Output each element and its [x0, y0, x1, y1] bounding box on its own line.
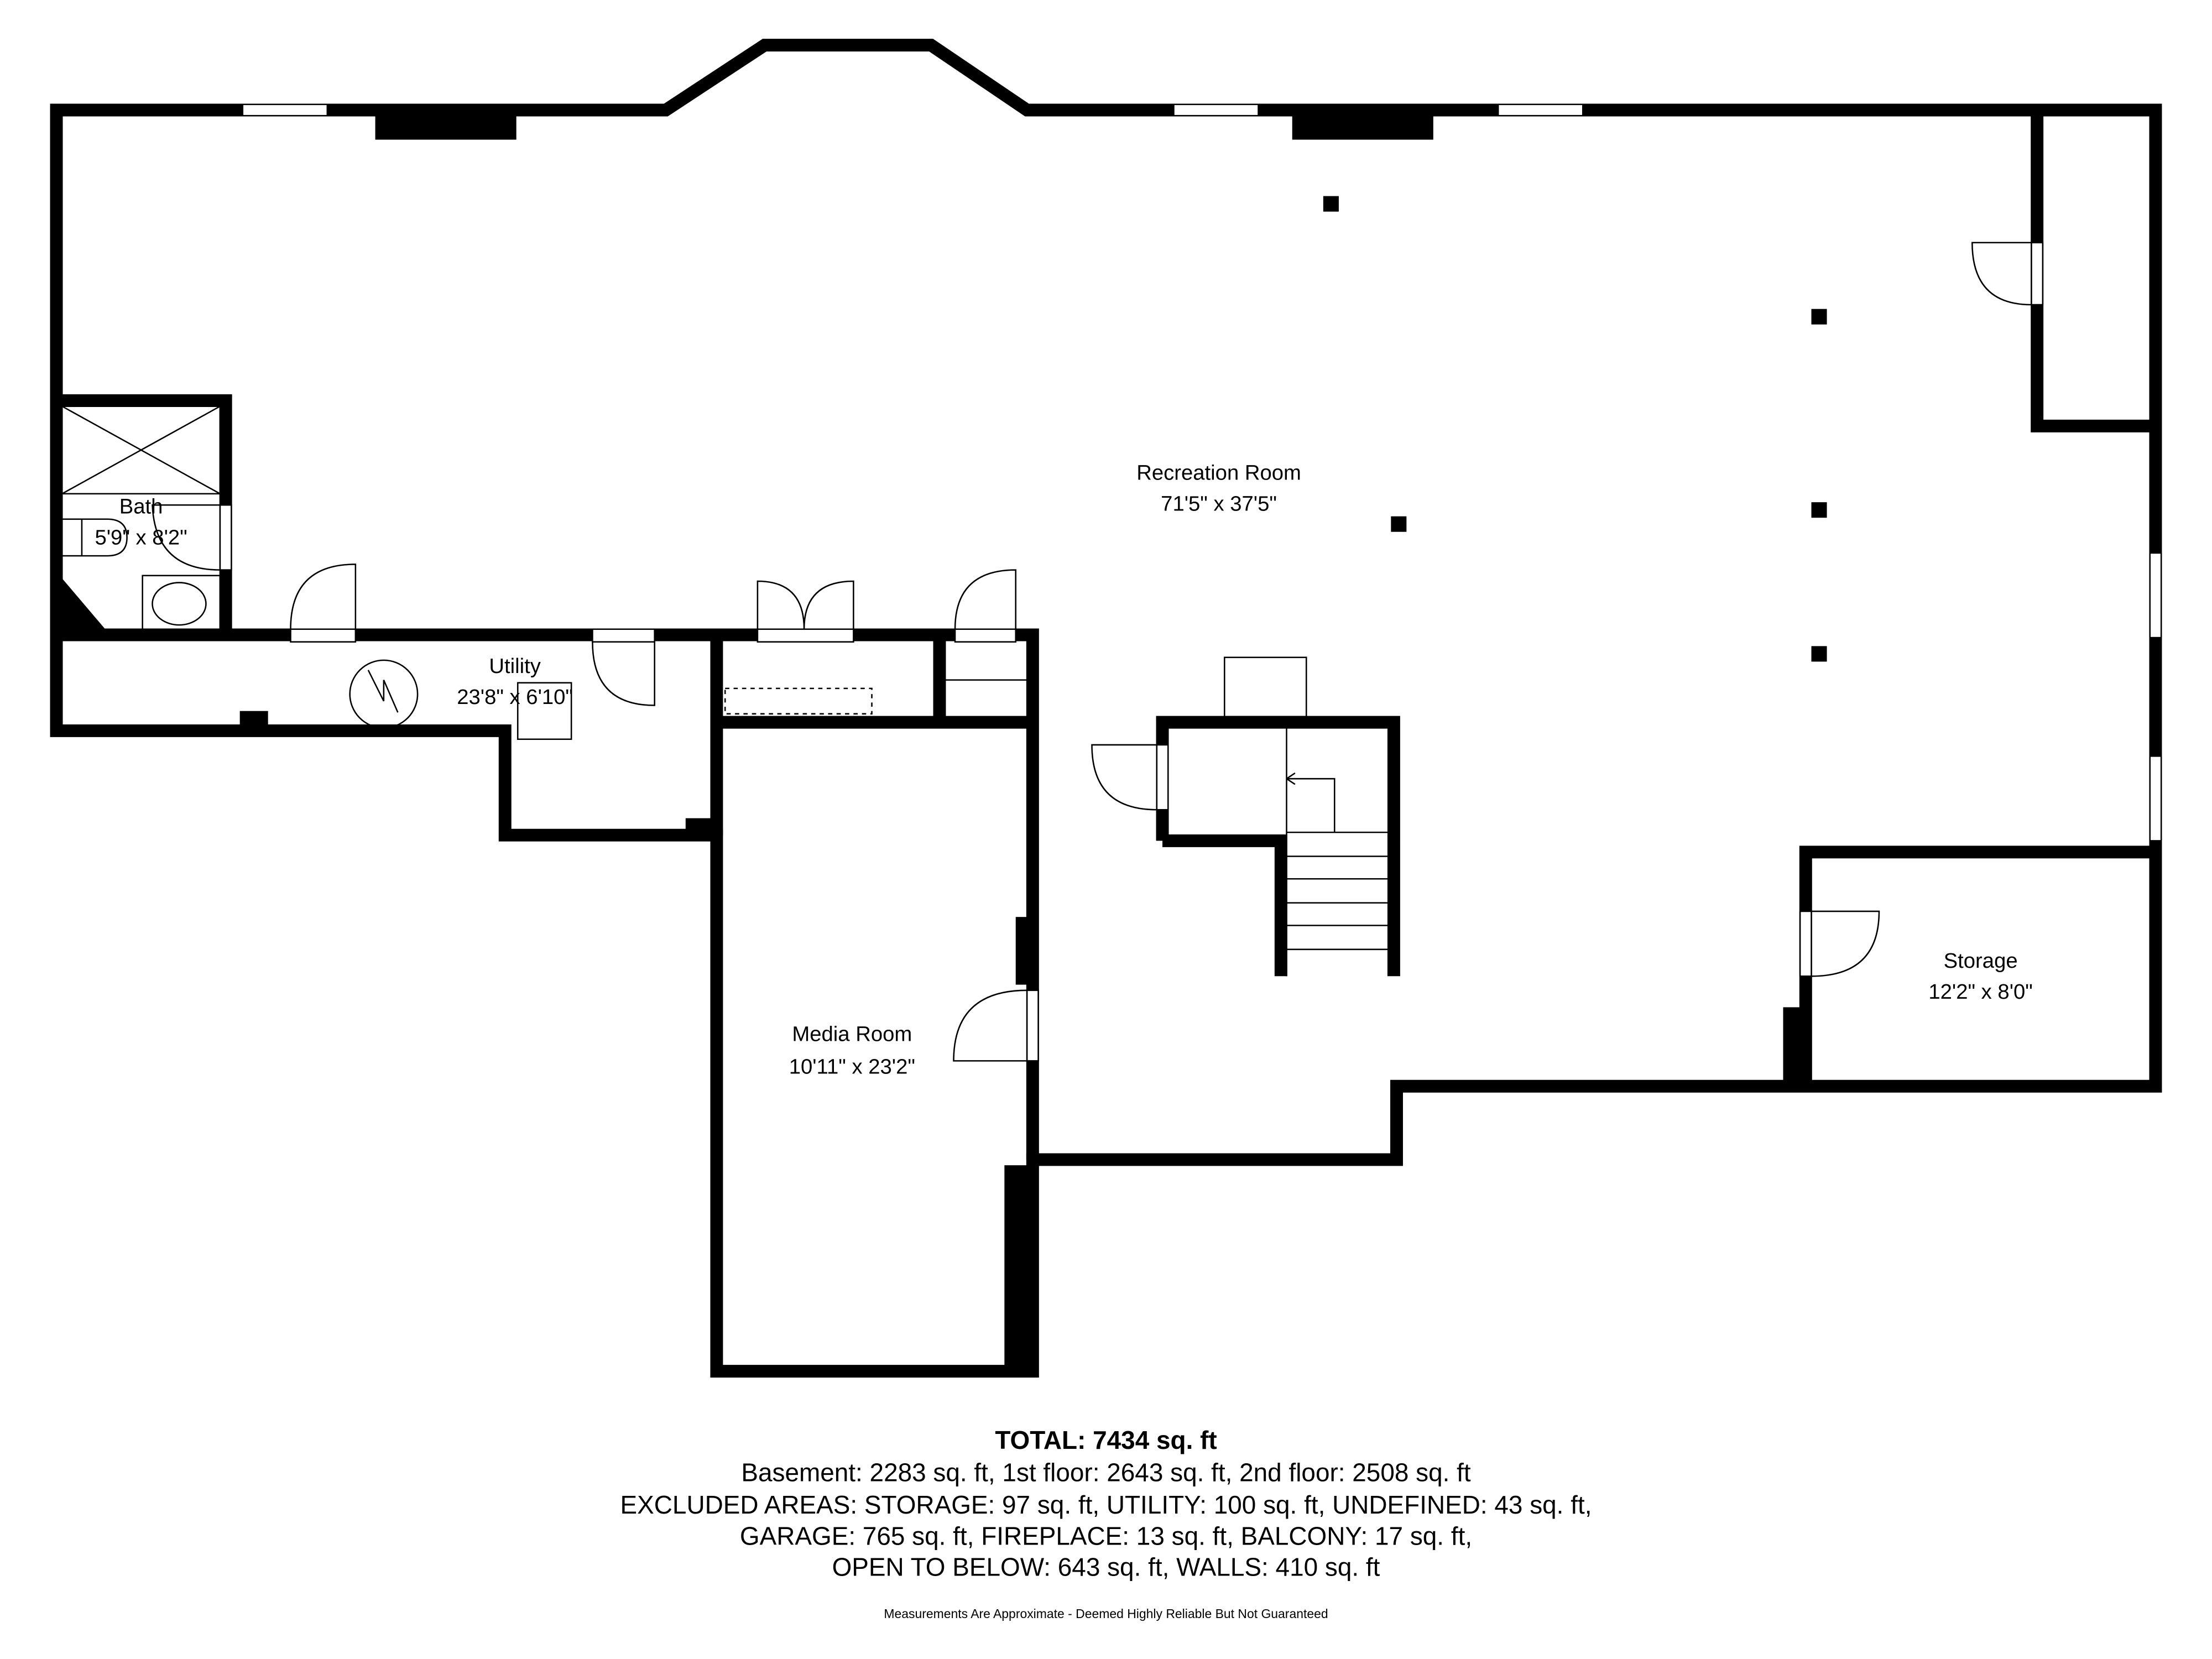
door-opening: [1156, 744, 1169, 811]
room-size-bath: 5'9" x 8'2": [95, 526, 187, 550]
excluded-areas-line-2: GARAGE: 765 sq. ft, FIREPLACE: 13 sq. ft…: [740, 1521, 1472, 1550]
room-size-storage: 12'2" x 8'0": [1928, 980, 2033, 1004]
wall-block: [1783, 1007, 1809, 1087]
room-size-recreation: 71'5" x 37'5": [1161, 492, 1277, 515]
window: [2149, 755, 2162, 842]
room-name-storage: Storage: [1944, 949, 2018, 973]
total-area: TOTAL: 7434 sq. ft: [995, 1426, 1217, 1454]
door-swing: [757, 580, 854, 629]
furnace: [517, 682, 572, 740]
water-heater-symbol: [367, 670, 399, 713]
pillar: [1323, 196, 1339, 212]
room-size-utility: 23'8" x 6'10": [457, 685, 573, 709]
walls: [50, 39, 2162, 1378]
fixtures: [61, 405, 1389, 977]
disclaimer: Measurements Are Approximate - Deemed Hi…: [884, 1606, 1328, 1621]
water-heater: [349, 659, 419, 729]
closet-shelf: [724, 687, 873, 715]
pillar: [1811, 646, 1827, 662]
wall-block: [1015, 917, 1033, 985]
shower-cross: [61, 405, 221, 494]
area-summary: TOTAL: 7434 sq. ft Basement: 2283 sq. ft…: [620, 1426, 1592, 1621]
pillar: [1811, 309, 1827, 325]
room-labels: Recreation Room 71'5" x 37'5" Bath 5'9" …: [95, 461, 2032, 1078]
door-opening: [219, 504, 232, 571]
door-swing: [954, 569, 1017, 629]
pillar: [1811, 502, 1827, 518]
door-swing: [290, 564, 357, 629]
door-opening: [954, 628, 1017, 643]
room-name-media: Media Room: [792, 1022, 912, 1046]
windows: [242, 103, 2162, 842]
excluded-areas-line-1: EXCLUDED AREAS: STORAGE: 97 sq. ft, UTIL…: [620, 1490, 1592, 1519]
door-opening: [1026, 989, 1039, 1062]
door-swing: [1971, 242, 2032, 306]
fireplace-right: [1292, 116, 1433, 140]
window: [1497, 103, 1584, 117]
doors: [152, 242, 2044, 1062]
wall-block: [239, 711, 268, 728]
door-opening: [1799, 910, 1812, 977]
bath-corner: [62, 578, 110, 635]
window: [242, 103, 328, 117]
door-swing: [953, 989, 1027, 1062]
stairs: [1286, 728, 1389, 977]
door-swing: [152, 504, 220, 571]
room-name-bath: Bath: [119, 495, 163, 519]
utility-wall: [56, 628, 1039, 1160]
toilet-bowl: [81, 518, 128, 557]
door-swing: [1091, 744, 1157, 811]
shower: [61, 405, 221, 495]
sink-vanity: [142, 575, 221, 630]
toilet-tank: [61, 518, 83, 557]
door-swing: [1811, 910, 1880, 977]
room-name-utility: Utility: [489, 654, 541, 678]
exterior-wall: [50, 39, 2162, 1378]
wall-block: [1004, 1165, 1039, 1377]
room-name-recreation: Recreation Room: [1136, 461, 1301, 484]
stair-inner-wall: [1162, 834, 1287, 977]
door-opening: [2031, 242, 2044, 306]
door-opening: [290, 628, 357, 643]
fireplace-left: [375, 116, 517, 140]
closet-top-right-wall: [2031, 116, 2156, 432]
floor-areas: Basement: 2283 sq. ft, 1st floor: 2643 s…: [741, 1458, 1471, 1487]
door-opening: [592, 628, 655, 643]
window: [2149, 552, 2162, 639]
door-swing: [592, 641, 655, 706]
stair-landing: [1224, 656, 1307, 718]
window: [1173, 103, 1259, 117]
sink-basin: [152, 582, 207, 626]
wall-block: [685, 818, 717, 836]
door-opening: [757, 628, 854, 643]
room-size-media: 10'11" x 23'2": [789, 1055, 915, 1078]
excluded-areas-line-3: OPEN TO BELOW: 643 sq. ft, WALLS: 410 sq…: [832, 1552, 1380, 1581]
pillar: [1391, 516, 1407, 532]
